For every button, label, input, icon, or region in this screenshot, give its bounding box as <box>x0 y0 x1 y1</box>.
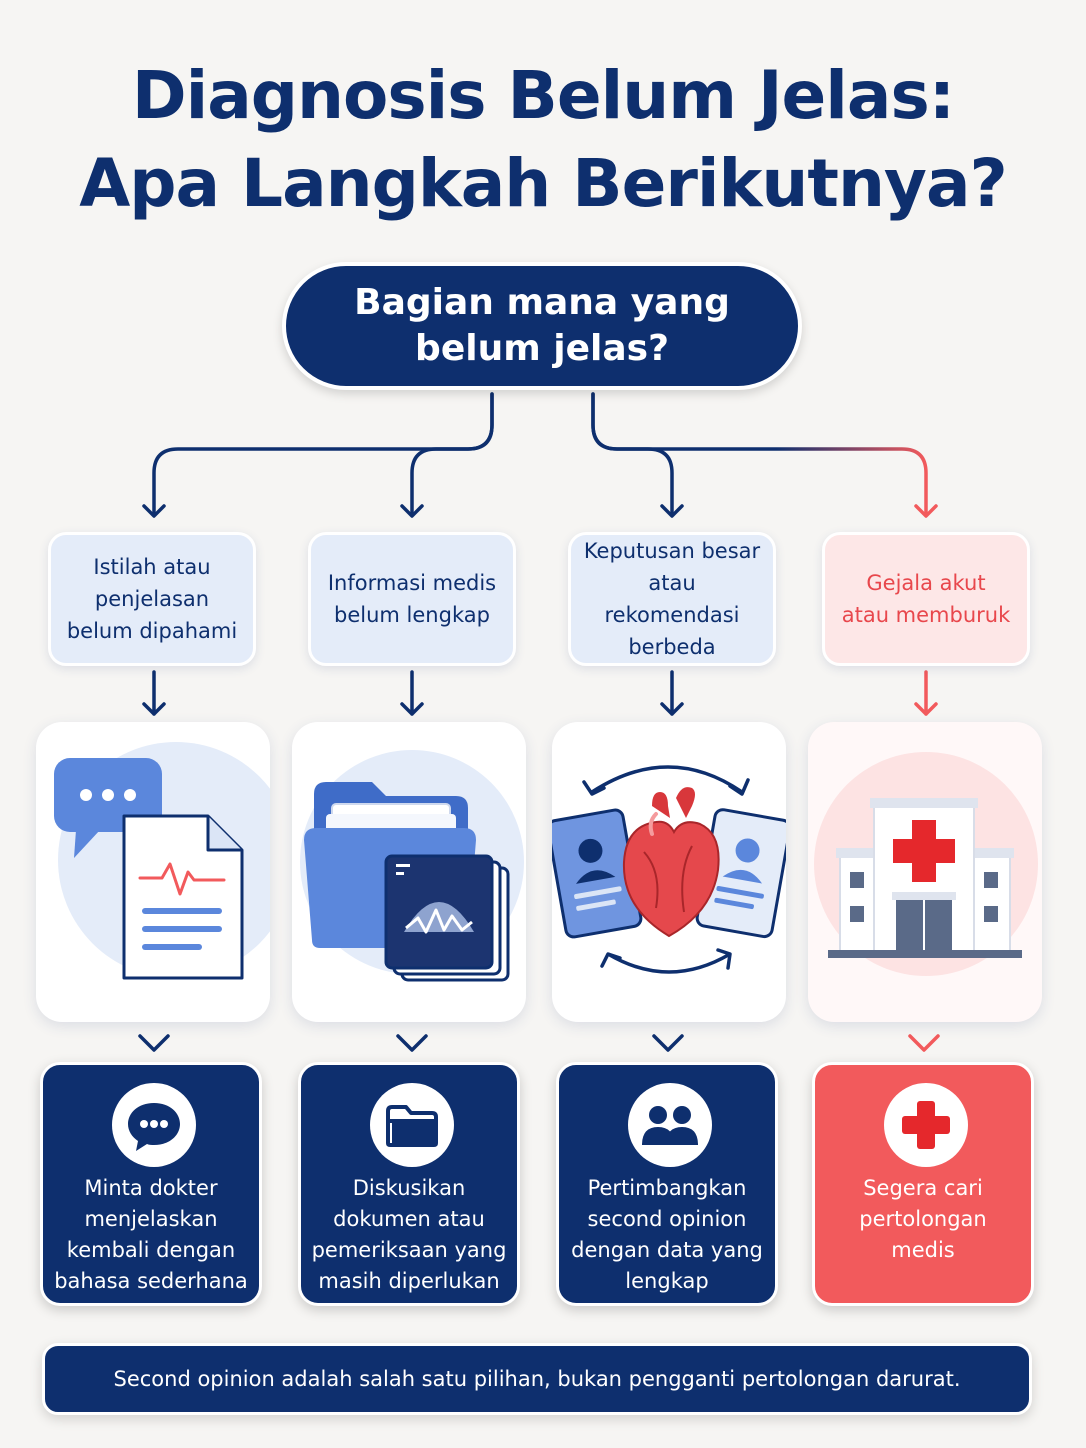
connector-to-cat-1 <box>152 392 494 514</box>
category-incomplete-info: Informasi medis belum lengkap <box>308 532 516 666</box>
central-question: Bagian mana yang belum jelas? <box>282 262 802 390</box>
action-3-line: second opinion <box>587 1207 747 1231</box>
illustration-hospital <box>808 722 1042 1022</box>
category-3-line: berbeda <box>628 635 716 659</box>
folder-icon <box>386 1105 438 1147</box>
medical-cross-icon <box>902 1101 950 1149</box>
action-ask-doctor: Minta dokter menjelaskan kembali dengan … <box>40 1062 262 1306</box>
action-1-line: kembali dengan <box>66 1238 236 1262</box>
action-4-line: Segera cari <box>863 1176 983 1200</box>
title-line-1: Diagnosis Belum Jelas: <box>131 57 955 134</box>
category-4-line: atau memburuk <box>841 603 1011 627</box>
category-3-line: Keputusan besar <box>583 539 761 563</box>
action-2-line: Diskusikan <box>352 1176 466 1200</box>
connector-to-cat-3 <box>591 392 674 514</box>
illustration-folder-ultrasound <box>292 722 526 1022</box>
action-4-line: pertolongan <box>859 1207 987 1231</box>
hospital-icon <box>814 752 1038 976</box>
action-4-line: medis <box>891 1238 955 1262</box>
action-3-line: Pertimbangkan <box>587 1176 747 1200</box>
action-1-line: Minta dokter <box>84 1176 218 1200</box>
category-1-line: Istilah atau <box>93 555 211 579</box>
action-second-opinion: Pertimbangkan second opinion dengan data… <box>556 1062 778 1306</box>
category-1-line: penjelasan <box>94 587 210 611</box>
category-unclear-terms: Istilah atau penjelasan belum dipahami <box>48 532 256 666</box>
chat-document-icon <box>54 742 270 980</box>
question-line-2: belum jelas? <box>415 328 669 369</box>
illustration-heart-second-opinion <box>552 722 786 1022</box>
people-icon <box>642 1106 698 1145</box>
category-2-line: belum lengkap <box>334 603 490 627</box>
category-1-line: belum dipahami <box>66 619 238 643</box>
action-1-line: menjelaskan <box>84 1207 218 1231</box>
action-1-line: bahasa sederhana <box>54 1269 248 1293</box>
action-discuss-documents: Diskusikan dokumen atau pemeriksaan yang… <box>298 1062 520 1306</box>
connector-to-cat-2 <box>410 392 494 514</box>
heart-second-opinion-icon <box>552 765 786 974</box>
category-2-line: Informasi medis <box>327 571 497 595</box>
category-big-decision: Keputusan besar atau rekomendasi berbeda <box>568 532 776 666</box>
category-acute-symptoms: Gejala akut atau memburuk <box>822 532 1030 666</box>
action-3-line: dengan data yang <box>571 1238 763 1262</box>
illustration-chat-document <box>36 722 270 1022</box>
title-line-2: Apa Langkah Berikutnya? <box>79 145 1008 222</box>
action-3-line: lengkap <box>625 1269 709 1293</box>
folder-ultrasound-icon <box>300 750 524 982</box>
footer-text: Second opinion adalah salah satu pilihan… <box>113 1367 961 1391</box>
action-2-line: masih diperlukan <box>318 1269 500 1293</box>
connector-to-cat-4 <box>591 392 928 514</box>
footer-note: Second opinion adalah salah satu pilihan… <box>42 1343 1032 1415</box>
page-title: Diagnosis Belum Jelas: Apa Langkah Berik… <box>0 52 1086 228</box>
action-2-line: pemeriksaan yang <box>311 1238 507 1262</box>
action-seek-medical-help: Segera cari pertolongan medis <box>812 1062 1034 1306</box>
action-2-line: dokumen atau <box>333 1207 485 1231</box>
question-line-1: Bagian mana yang <box>354 282 730 323</box>
chat-bubble-icon <box>128 1103 180 1151</box>
category-3-line: atau rekomendasi <box>604 571 740 627</box>
category-4-line: Gejala akut <box>866 571 986 595</box>
